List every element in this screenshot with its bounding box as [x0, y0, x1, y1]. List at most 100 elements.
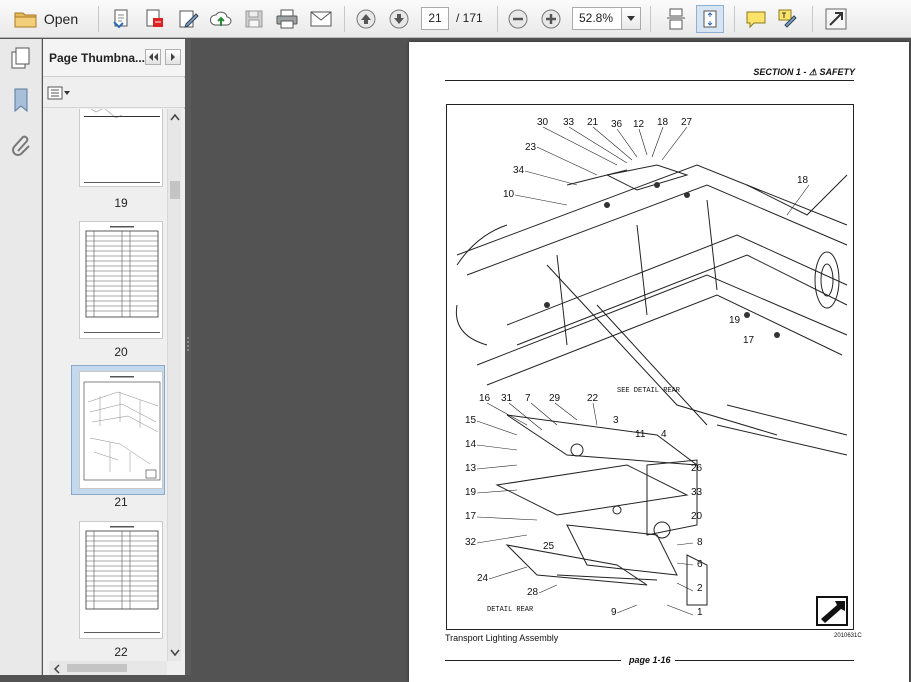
- svg-text:16: 16: [479, 393, 491, 404]
- page-number-footer: page 1-16: [629, 655, 671, 665]
- edit-icon: [179, 10, 199, 28]
- detail-rear-label: DETAIL REAR: [487, 606, 534, 614]
- svg-text:17: 17: [465, 511, 477, 522]
- arrow-down-icon: [389, 9, 409, 29]
- svg-text:28: 28: [527, 587, 539, 598]
- thumbnail-options-bar: [43, 78, 185, 108]
- svg-text:29: 29: [549, 393, 561, 404]
- expand-button[interactable]: [822, 5, 850, 33]
- thumbnail-label: 22: [114, 645, 128, 659]
- upload-button[interactable]: [206, 5, 236, 33]
- svg-text:26: 26: [691, 463, 703, 474]
- collapse-panel-button[interactable]: [145, 49, 161, 65]
- open-label: Open: [43, 11, 79, 27]
- page-number-input[interactable]: 21: [421, 7, 449, 30]
- toolbar-separator: [344, 6, 345, 32]
- export-pdf-button[interactable]: [140, 5, 168, 33]
- panel-splitter[interactable]: [185, 39, 191, 675]
- svg-text:21: 21: [587, 117, 599, 128]
- zoom-level-input[interactable]: 52.8%: [572, 7, 622, 30]
- svg-text:11: 11: [635, 429, 646, 440]
- pdf-page: SECTION 1 - ⚠ SAFETY: [409, 42, 909, 682]
- toolbar-separator: [650, 6, 651, 32]
- svg-text:31: 31: [501, 393, 513, 404]
- save-button[interactable]: [240, 5, 268, 33]
- scrollbar-thumb[interactable]: [170, 181, 180, 199]
- svg-text:33: 33: [563, 117, 575, 128]
- double-chevron-left-icon: [149, 53, 158, 61]
- thumbnail-page-current[interactable]: [79, 371, 163, 489]
- options-icon: [47, 86, 70, 100]
- scroll-left-arrow-icon[interactable]: [53, 664, 61, 674]
- document-view[interactable]: SECTION 1 - ⚠ SAFETY: [191, 39, 911, 682]
- attachments-toggle[interactable]: [8, 131, 34, 157]
- svg-text:19: 19: [465, 487, 477, 498]
- svg-text:23: 23: [525, 142, 537, 153]
- next-arrow-icon: [816, 596, 848, 626]
- svg-text:7: 7: [525, 393, 531, 404]
- scrolling-mode-button[interactable]: [662, 5, 690, 33]
- navigation-rail: [0, 39, 42, 675]
- svg-text:1: 1: [697, 607, 703, 618]
- see-detail-label: SEE DETAIL REAR: [617, 387, 681, 395]
- svg-text:13: 13: [465, 463, 477, 474]
- svg-text:25: 25: [543, 541, 555, 552]
- svg-text:17: 17: [743, 335, 755, 346]
- zoom-in-button[interactable]: [537, 5, 565, 33]
- svg-text:9: 9: [611, 607, 617, 618]
- highlighter-icon: [778, 9, 797, 28]
- open-button[interactable]: Open: [6, 5, 86, 33]
- figure-code: 2010631C: [834, 633, 862, 639]
- comment-button[interactable]: [742, 5, 770, 33]
- create-pdf-button[interactable]: [108, 5, 136, 33]
- edit-pdf-button[interactable]: [174, 5, 202, 33]
- thumbnail-options-button[interactable]: [47, 84, 73, 102]
- next-page-button[interactable]: [385, 5, 413, 33]
- page-preview: [83, 376, 161, 481]
- thumbnail-vertical-scrollbar[interactable]: [167, 109, 181, 661]
- svg-text:30: 30: [537, 117, 549, 128]
- thumbnails-toggle[interactable]: [8, 45, 34, 71]
- printer-icon: [276, 9, 298, 29]
- previous-page-button[interactable]: [352, 5, 380, 33]
- thumbnail-panel-header: Page Thumbna...: [43, 39, 185, 77]
- zoom-dropdown-button[interactable]: [621, 7, 641, 30]
- highlight-button[interactable]: [774, 5, 802, 33]
- print-button[interactable]: [272, 5, 302, 33]
- thumbnail-label: 21: [114, 495, 128, 509]
- thumbnail-page[interactable]: [79, 221, 163, 339]
- thumbnail-label: 19: [114, 196, 128, 210]
- toolbar-separator: [812, 6, 813, 32]
- cloud-upload-icon: [209, 11, 232, 26]
- scroll-up-arrow-icon[interactable]: [170, 113, 180, 121]
- bookmarks-toggle[interactable]: [8, 87, 34, 113]
- email-button[interactable]: [306, 5, 336, 33]
- page-preview: [84, 526, 160, 633]
- main-toolbar: Open 21 / 171 52.8%: [0, 0, 911, 38]
- thumbnail-list: 19 20: [43, 109, 185, 675]
- scroll-down-arrow-icon[interactable]: [170, 649, 180, 657]
- scroll-mode-icon: [667, 8, 685, 30]
- svg-text:3: 3: [613, 415, 619, 426]
- svg-text:6: 6: [697, 559, 703, 570]
- chevron-down-icon: [627, 15, 635, 21]
- toolbar-separator: [98, 6, 99, 32]
- plus-circle-icon: [541, 9, 561, 29]
- expand-panel-button[interactable]: [165, 49, 181, 65]
- svg-text:19: 19: [729, 315, 741, 326]
- fit-page-button[interactable]: [696, 5, 724, 33]
- zoom-out-button[interactable]: [504, 5, 532, 33]
- footer-rule-right: [675, 660, 854, 661]
- svg-text:34: 34: [513, 165, 525, 176]
- thumbnail-page[interactable]: [79, 521, 163, 639]
- page-thumbnails-panel: Page Thumbna... 19: [43, 39, 185, 675]
- expand-icon: [825, 8, 847, 30]
- thumbnail-horizontal-scrollbar[interactable]: [49, 661, 167, 675]
- svg-text:4: 4: [661, 429, 667, 440]
- scrollbar-thumb[interactable]: [67, 664, 127, 672]
- arrow-up-icon: [356, 9, 376, 29]
- svg-text:14: 14: [465, 439, 477, 450]
- thumbnail-page[interactable]: [79, 109, 163, 187]
- panel-title: Page Thumbna...: [49, 51, 146, 65]
